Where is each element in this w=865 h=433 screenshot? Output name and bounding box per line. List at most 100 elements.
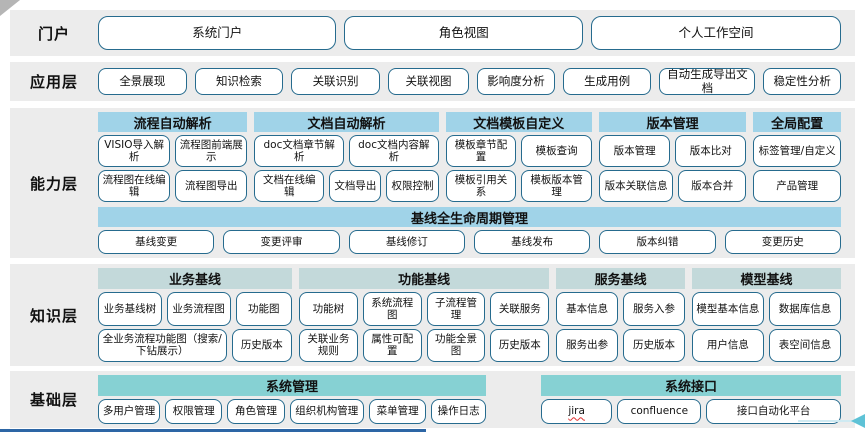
module-button[interactable]: 影响度分析	[477, 68, 555, 95]
module-button[interactable]: 业务流程图	[166, 292, 231, 326]
module-button[interactable]: 文档在线编辑	[254, 170, 325, 202]
module-button[interactable]: 流程图在线编辑	[98, 170, 171, 202]
module-button[interactable]: 流程图导出	[175, 170, 248, 202]
module-button-label: 权限控制	[391, 179, 434, 192]
module-button[interactable]: 接口自动化平台	[706, 399, 842, 424]
group-header: 全局配置	[753, 112, 841, 132]
lifecycle-banner-header: 基线全生命周期管理	[98, 207, 841, 227]
group-button-row: doc文档章节解析 doc文档内容解析	[254, 135, 439, 167]
module-button[interactable]: doc文档章节解析	[254, 135, 344, 167]
module-button[interactable]: 基本信息	[556, 292, 619, 326]
module-button[interactable]: 多用户管理	[98, 399, 161, 424]
module-button[interactable]: 用户信息	[691, 328, 764, 362]
module-button-label: 功能图	[248, 302, 280, 315]
module-button[interactable]: 模型基本信息	[691, 292, 764, 326]
module-button[interactable]: 文档导出	[329, 170, 382, 202]
module-button[interactable]: 子流程管理	[426, 292, 486, 326]
module-button[interactable]: 变更历史	[724, 230, 841, 254]
module-button[interactable]: 基线修订	[348, 230, 465, 254]
module-button[interactable]: 服务出参	[556, 328, 619, 362]
module-button[interactable]: 知识检索	[194, 68, 284, 95]
module-button-label: 历史版本	[633, 339, 675, 352]
module-button[interactable]: 系统门户	[98, 16, 337, 50]
module-button[interactable]: 关联服务	[490, 292, 550, 326]
module-button-label: 个人工作空间	[678, 24, 754, 40]
module-button[interactable]: 关联识别	[291, 68, 380, 95]
module-button[interactable]: 个人工作空间	[590, 16, 841, 50]
module-button-label: 模型基本信息	[696, 302, 760, 315]
portal-layer-band: 门户 系统门户角色视图个人工作空间	[10, 10, 855, 56]
module-button[interactable]: 版本管理	[599, 135, 671, 167]
module-button-label: 服务出参	[566, 339, 609, 352]
module-button[interactable]: 基线变更	[98, 230, 215, 254]
module-button[interactable]: 角色视图	[344, 16, 583, 50]
module-button-label: doc文档章节解析	[263, 138, 335, 163]
module-button[interactable]: 业务基线树	[98, 292, 162, 326]
module-button[interactable]: 版本纠错	[599, 230, 716, 254]
module-button[interactable]: 功能图	[235, 292, 293, 326]
module-button-label: 版本管理	[613, 144, 656, 157]
module-button[interactable]: jira	[540, 399, 613, 424]
module-button[interactable]: 流程图前端展示	[175, 135, 248, 167]
module-button-label: 全景展现	[119, 73, 166, 88]
group-button-row: 产品管理	[753, 170, 841, 202]
module-button[interactable]: 属性可配置	[362, 328, 422, 362]
module-button[interactable]: 稳定性分析	[763, 68, 841, 95]
module-button[interactable]: 历史版本	[490, 328, 550, 362]
module-group: 模型基线模型基本信息数据库信息用户信息表空间信息	[691, 268, 841, 362]
module-button[interactable]: 自动生成导出文档	[659, 68, 756, 95]
module-button[interactable]: 功能树	[299, 292, 358, 326]
module-button[interactable]: 角色管理	[227, 399, 285, 424]
module-button[interactable]: 版本比对	[675, 135, 747, 167]
module-button[interactable]: 标签管理/自定义	[753, 135, 841, 167]
module-button[interactable]: 菜单管理	[369, 399, 427, 424]
module-button[interactable]: 操作日志	[431, 399, 486, 424]
module-button-label: 标签管理/自定义	[758, 144, 836, 157]
module-button[interactable]: 数据库信息	[768, 292, 841, 326]
module-button[interactable]: 模板引用关系	[445, 170, 517, 202]
module-button[interactable]: 服务入参	[623, 292, 685, 326]
application-layer-band: 应用层 全景展现 知识检索关联识别关联视图影响度分析生成用例自动生成导出文档稳定性…	[10, 62, 855, 101]
module-button[interactable]: 组织机构管理	[289, 399, 365, 424]
module-button[interactable]: 权限管理	[165, 399, 223, 424]
module-button[interactable]: 变更评审	[223, 230, 340, 254]
module-group: 文档模板自定义模板章节配置模板查询模板引用关系模板版本管理	[445, 112, 593, 202]
module-button[interactable]: 表空间信息	[768, 328, 841, 362]
module-button[interactable]: 版本合并	[678, 170, 747, 202]
module-group: 业务基线业务基线树业务流程图 功能图全业务流程功能图（搜索/下钻展示）历史版本	[98, 268, 293, 362]
module-button-label: 版本比对	[689, 144, 732, 157]
module-button[interactable]: 模板查询	[521, 135, 593, 167]
module-button[interactable]: 基线发布	[473, 230, 591, 254]
module-button[interactable]: doc文档内容解析	[349, 135, 439, 167]
module-button[interactable]: 版本关联信息	[599, 170, 674, 202]
module-button[interactable]: 关联视图	[387, 68, 470, 95]
module-button[interactable]: 全景展现	[98, 68, 187, 95]
module-button[interactable]: 历史版本	[231, 328, 293, 362]
module-button-label: 模板引用关系	[454, 173, 508, 198]
module-button[interactable]: 生成用例	[562, 68, 652, 95]
module-button[interactable]: 全业务流程功能图（搜索/下钻展示）	[98, 328, 227, 362]
group-button-row: 文档在线编辑文档导出权限控制	[254, 170, 439, 202]
module-button-label: 功能全景图	[435, 333, 478, 358]
module-button[interactable]: 模板章节配置	[445, 135, 517, 167]
module-button[interactable]: 功能全景图	[426, 328, 486, 362]
module-button[interactable]: 关联业务规则	[299, 328, 358, 362]
module-button-label: 版本关联信息	[604, 179, 668, 192]
group-header: 业务基线	[98, 268, 293, 289]
module-button-label: 历史版本	[498, 339, 541, 352]
module-button[interactable]: 权限控制	[386, 170, 439, 202]
application-layer-label: 应用层	[29, 73, 78, 91]
module-button[interactable]: VISIO导入解析	[98, 135, 171, 167]
module-button[interactable]: 系统流程图	[362, 292, 422, 326]
module-button[interactable]: 产品管理	[753, 170, 841, 202]
module-button[interactable]: 模板版本管理	[521, 170, 593, 202]
module-button[interactable]: 历史版本	[623, 328, 685, 362]
module-button[interactable]: confluence	[617, 399, 702, 424]
